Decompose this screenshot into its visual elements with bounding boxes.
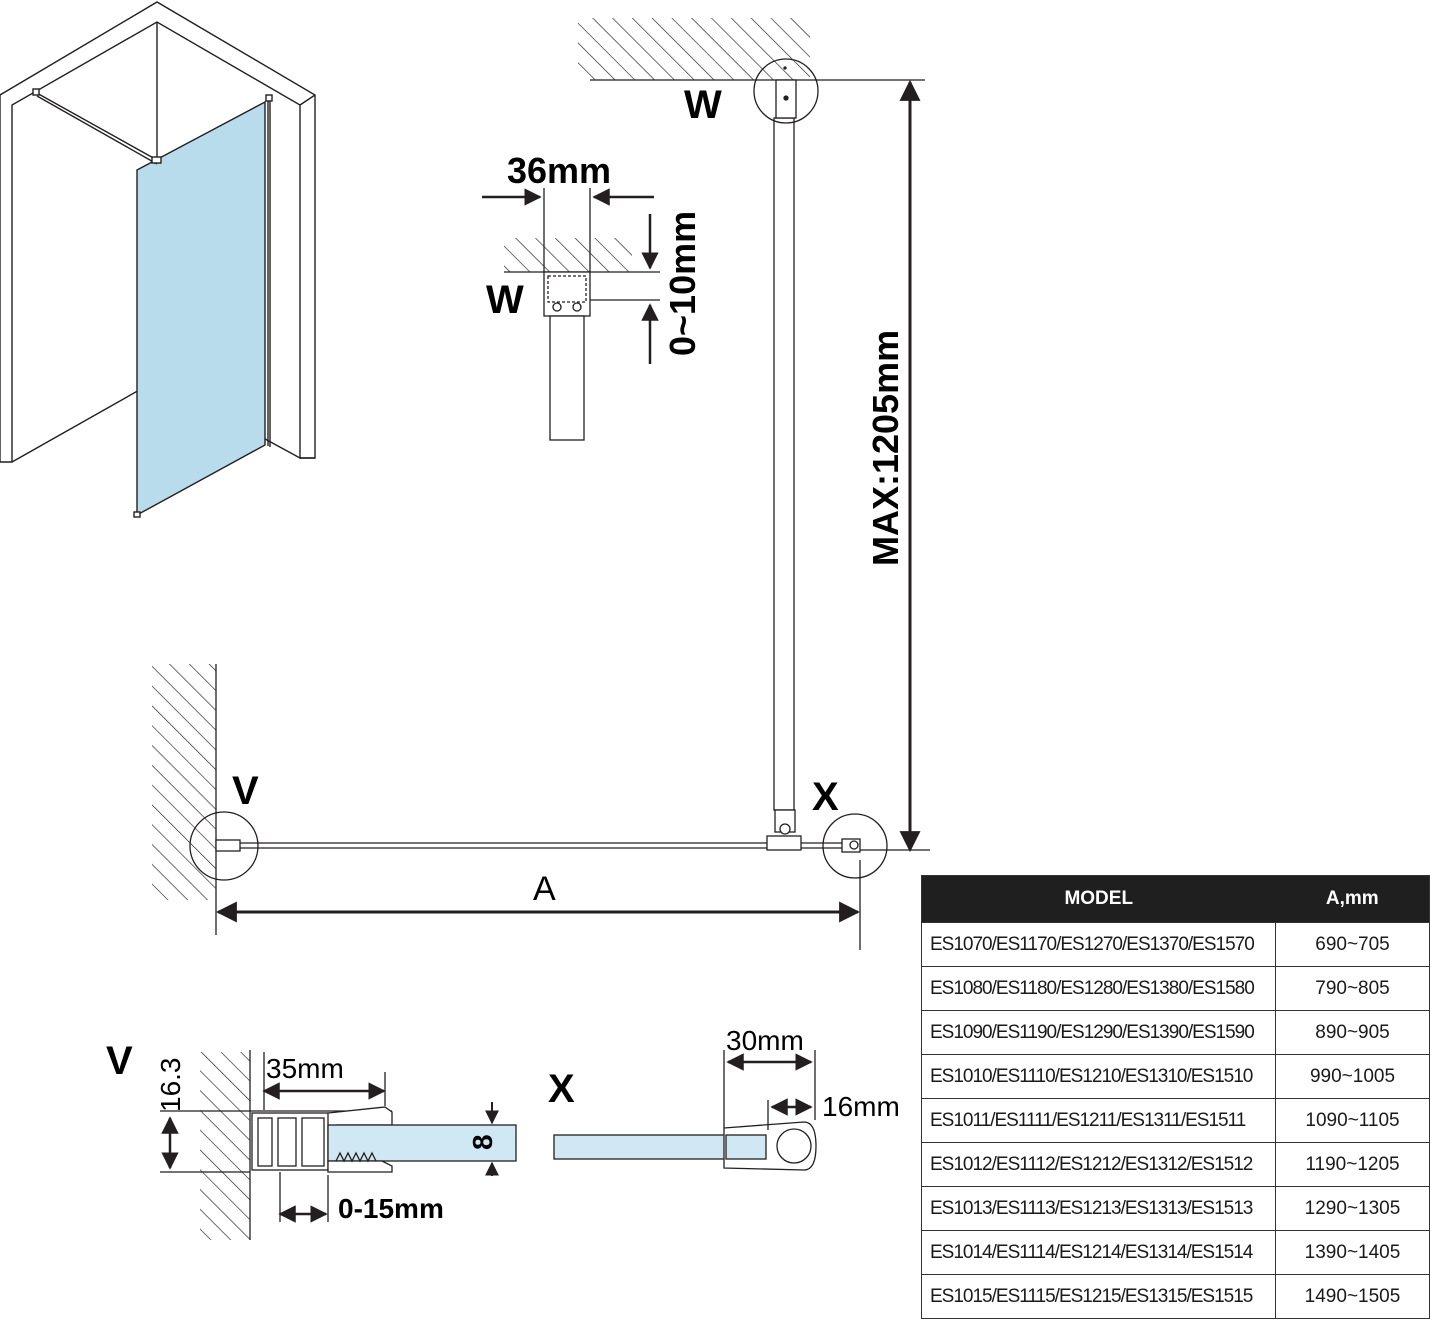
model-cell: ES1011/ES1111/ES1211/ES1311/ES1511 xyxy=(921,1098,1276,1143)
x-tube-label: 16mm xyxy=(822,1091,900,1122)
x-plan-label: X xyxy=(812,775,839,819)
range-cell: 1390~1405 xyxy=(1275,1230,1430,1275)
max-length-label: MAX:1205mm xyxy=(865,330,906,566)
glass-thickness-label: 8 xyxy=(467,1134,498,1150)
w-detail-label: W xyxy=(486,278,524,322)
model-cell: ES1090/ES1190/ES1290/ES1390/ES1590 xyxy=(921,1010,1276,1055)
header-a-mm: A,mm xyxy=(1275,875,1430,923)
glass-panel xyxy=(136,100,266,517)
model-cell: ES1080/ES1180/ES1280/ES1380/ES1580 xyxy=(921,966,1276,1011)
model-cell: ES1013/ES1113/ES1213/ES1313/ES1513 xyxy=(921,1186,1276,1231)
x-detail-label: X xyxy=(548,1067,575,1111)
v-width-label: 35mm xyxy=(266,1053,344,1084)
v-detail-label: V xyxy=(106,1039,133,1083)
table-row: ES1090/ES1190/ES1290/ES1390/ES1590 890~9… xyxy=(921,1010,1430,1055)
table-row: ES1015/ES1115/ES1215/ES1315/ES1515 1490~… xyxy=(921,1274,1430,1319)
model-cell: ES1014/ES1114/ES1214/ES1314/ES1514 xyxy=(921,1230,1276,1275)
w-detail xyxy=(482,188,660,441)
bracket-width-label: 36mm xyxy=(507,150,611,191)
w-top-label: W xyxy=(684,83,722,127)
model-cell: ES1010/ES1110/ES1210/ES1310/ES1510 xyxy=(921,1054,1276,1099)
model-cell: ES1070/ES1170/ES1270/ES1370/ES1570 xyxy=(921,922,1276,967)
model-cell: ES1015/ES1115/ES1215/ES1315/ES1515 xyxy=(921,1274,1276,1319)
model-cell: ES1012/ES1112/ES1212/ES1312/ES1512 xyxy=(921,1142,1276,1187)
v-plan-label: V xyxy=(232,769,259,813)
x-width-label: 30mm xyxy=(726,1025,804,1056)
table-row: ES1010/ES1110/ES1210/ES1310/ES1510 990~1… xyxy=(921,1054,1430,1099)
support-bar xyxy=(753,58,819,851)
table-row: ES1012/ES1112/ES1212/ES1312/ES1512 1190~… xyxy=(921,1142,1430,1187)
header-model: MODEL xyxy=(921,875,1276,923)
range-cell: 890~905 xyxy=(1275,1010,1430,1055)
table-header-row: MODEL A,mm xyxy=(921,875,1430,923)
range-cell: 1290~1305 xyxy=(1275,1186,1430,1231)
table-row: ES1014/ES1114/ES1214/ES1314/ES1514 1390~… xyxy=(921,1230,1430,1275)
v-adjust-label: 0-15mm xyxy=(338,1193,444,1224)
table-row: ES1080/ES1180/ES1280/ES1380/ES1580 790~8… xyxy=(921,966,1430,1011)
range-cell: 690~705 xyxy=(1275,922,1430,967)
v-section-detail xyxy=(160,1050,517,1240)
bracket-gap-label: 0~10mm xyxy=(662,211,703,356)
range-cell: 1090~1105 xyxy=(1275,1098,1430,1143)
table-row: ES1013/ES1113/ES1213/ES1313/ES1513 1290~… xyxy=(921,1186,1430,1231)
x-section-detail xyxy=(553,1050,817,1171)
table-row: ES1011/ES1111/ES1211/ES1311/ES1511 1090~… xyxy=(921,1098,1430,1143)
range-cell: 1190~1205 xyxy=(1275,1142,1430,1187)
range-cell: 990~1005 xyxy=(1275,1054,1430,1099)
a-dimension-label: A xyxy=(533,870,556,908)
range-cell: 1490~1505 xyxy=(1275,1274,1430,1319)
v-height-label: 16.3 xyxy=(155,1058,186,1113)
range-cell: 790~805 xyxy=(1275,966,1430,1011)
plan-view xyxy=(152,664,930,950)
top-wall xyxy=(578,18,925,81)
table-row: ES1070/ES1170/ES1270/ES1370/ES1570 690~7… xyxy=(921,922,1430,967)
perspective-view xyxy=(0,1,316,518)
model-size-table: MODEL A,mm ES1070/ES1170/ES1270/ES1370/E… xyxy=(921,875,1430,1319)
